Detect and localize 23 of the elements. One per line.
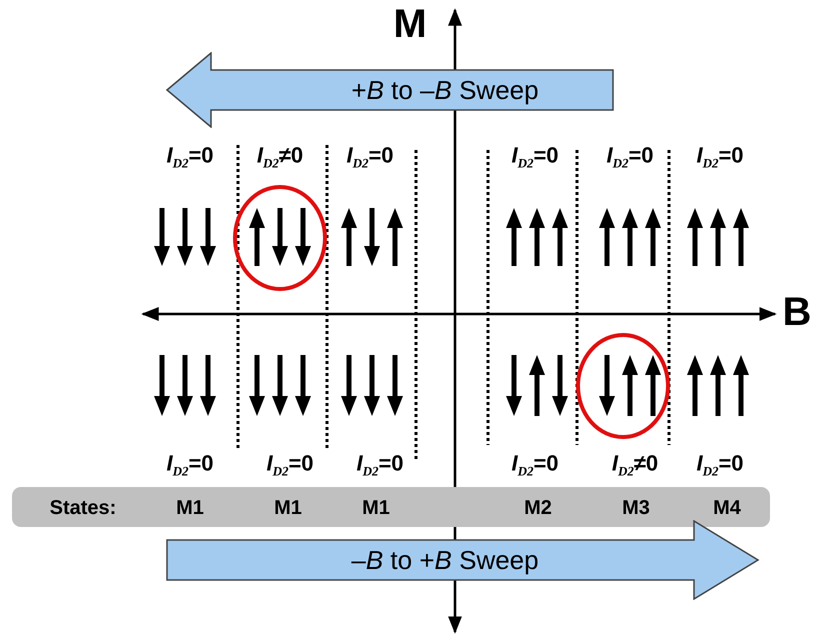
current-label: I$_{D2}$=0 <box>346 144 394 170</box>
current-label: I$_{D2}$=0 <box>166 144 214 170</box>
state-label: M2 <box>524 498 552 518</box>
current-label: I$_{D2}$=0 <box>696 144 744 170</box>
current-label: I$_{D2}$=0 <box>266 452 314 478</box>
current-label: I$_{D2}$=0 <box>166 452 214 478</box>
sweep-label: +B to –B Sweep <box>351 77 539 103</box>
sweep-label: –B to +B Sweep <box>351 547 539 573</box>
current-label: I$_{D2}$=0 <box>356 452 404 478</box>
state-label: M1 <box>274 498 302 518</box>
state-label: M1 <box>362 498 390 518</box>
current-label: I$_{D2}$=0 <box>511 452 559 478</box>
state-label: M1 <box>176 498 204 518</box>
current-label: I$_{D2}$=0 <box>606 144 654 170</box>
state-label: M3 <box>622 498 650 518</box>
current-label: I$_{D2}$=0 <box>511 144 559 170</box>
current-label: I$_{D2}$≠0 <box>612 452 658 478</box>
axis-label: M <box>393 4 427 44</box>
current-label: I$_{D2}$≠0 <box>256 144 304 170</box>
state-label: M4 <box>713 498 741 518</box>
current-label: I$_{D2}$=0 <box>696 452 744 478</box>
axis-label: B <box>782 292 812 332</box>
states-heading: States: <box>50 498 116 518</box>
